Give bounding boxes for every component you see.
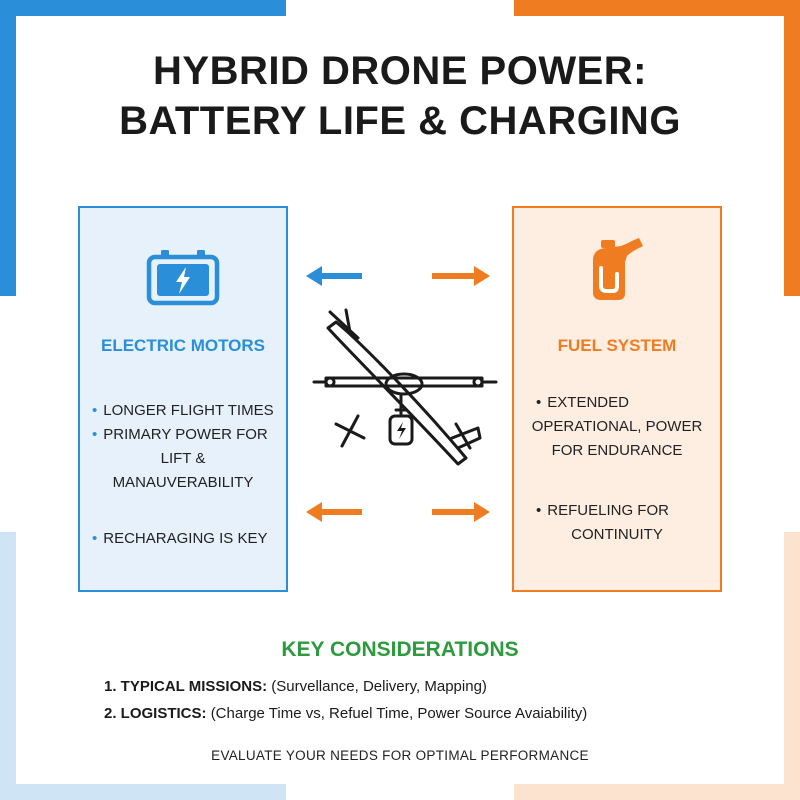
list-item-continued: LIFT & <box>160 450 206 467</box>
list-item-continued: FOR ENDURANCE <box>551 442 683 459</box>
list-item: •EXTENDED <box>536 394 629 411</box>
corner-accent-top-left <box>0 0 16 296</box>
arrow-right-icon <box>432 502 490 522</box>
list-item: •RECHARAGING IS KEY <box>92 530 268 547</box>
corner-accent-bottom-left-horizontal <box>0 784 286 800</box>
arrow-right-icon <box>432 266 490 286</box>
corner-accent-top-right <box>784 0 800 296</box>
list-item-continued: MANAUVERABILITY <box>112 474 254 491</box>
corner-accent-top-right-horizontal <box>514 0 800 16</box>
list-item-continued: CONTINUITY <box>571 526 663 543</box>
fuel-system-panel: FUEL SYSTEM •EXTENDED OPERATIONAL, POWER… <box>512 206 722 592</box>
fuel-nozzle-icon <box>587 234 647 307</box>
corner-accent-bottom-right <box>784 532 800 800</box>
list-item: •REFUELING FOR <box>536 502 669 519</box>
corner-accent-top-left-horizontal <box>0 0 286 16</box>
electric-motors-panel: ELECTRIC MOTORS •LONGER FLIGHT TIMES •PR… <box>78 206 288 592</box>
list-item: •PRIMARY POWER FOR <box>92 426 268 443</box>
corner-accent-bottom-left <box>0 532 16 800</box>
key-consideration-item: 1. TYPICAL MISSIONS: (Survellance, Deliv… <box>104 678 487 695</box>
arrow-left-icon <box>306 502 362 522</box>
title-line-1: HYBRID DRONE POWER: <box>153 49 647 93</box>
battery-icon <box>145 248 221 311</box>
fuel-system-heading: FUEL SYSTEM <box>557 336 677 355</box>
corner-accent-bottom-right-horizontal <box>514 784 800 800</box>
key-consideration-item: 2. LOGISTICS: (Charge Time vs, Refuel Ti… <box>104 705 588 722</box>
footer-tagline: EVALUATE YOUR NEEDS FOR OPTIMAL PERFORMA… <box>211 748 589 763</box>
hybrid-drone-icon <box>312 308 498 466</box>
arrow-left-icon <box>306 266 362 286</box>
key-considerations-heading: KEY CONSIDERATIONS <box>281 638 519 661</box>
list-item-continued: OPERATIONAL, POWER <box>531 418 703 435</box>
electric-motors-heading: ELECTRIC MOTORS <box>100 336 266 355</box>
page-title: HYBRID DRONE POWER: BATTERY LIFE & CHARG… <box>40 46 760 146</box>
list-item: •LONGER FLIGHT TIMES <box>92 402 274 419</box>
title-line-2: BATTERY LIFE & CHARGING <box>119 99 681 143</box>
